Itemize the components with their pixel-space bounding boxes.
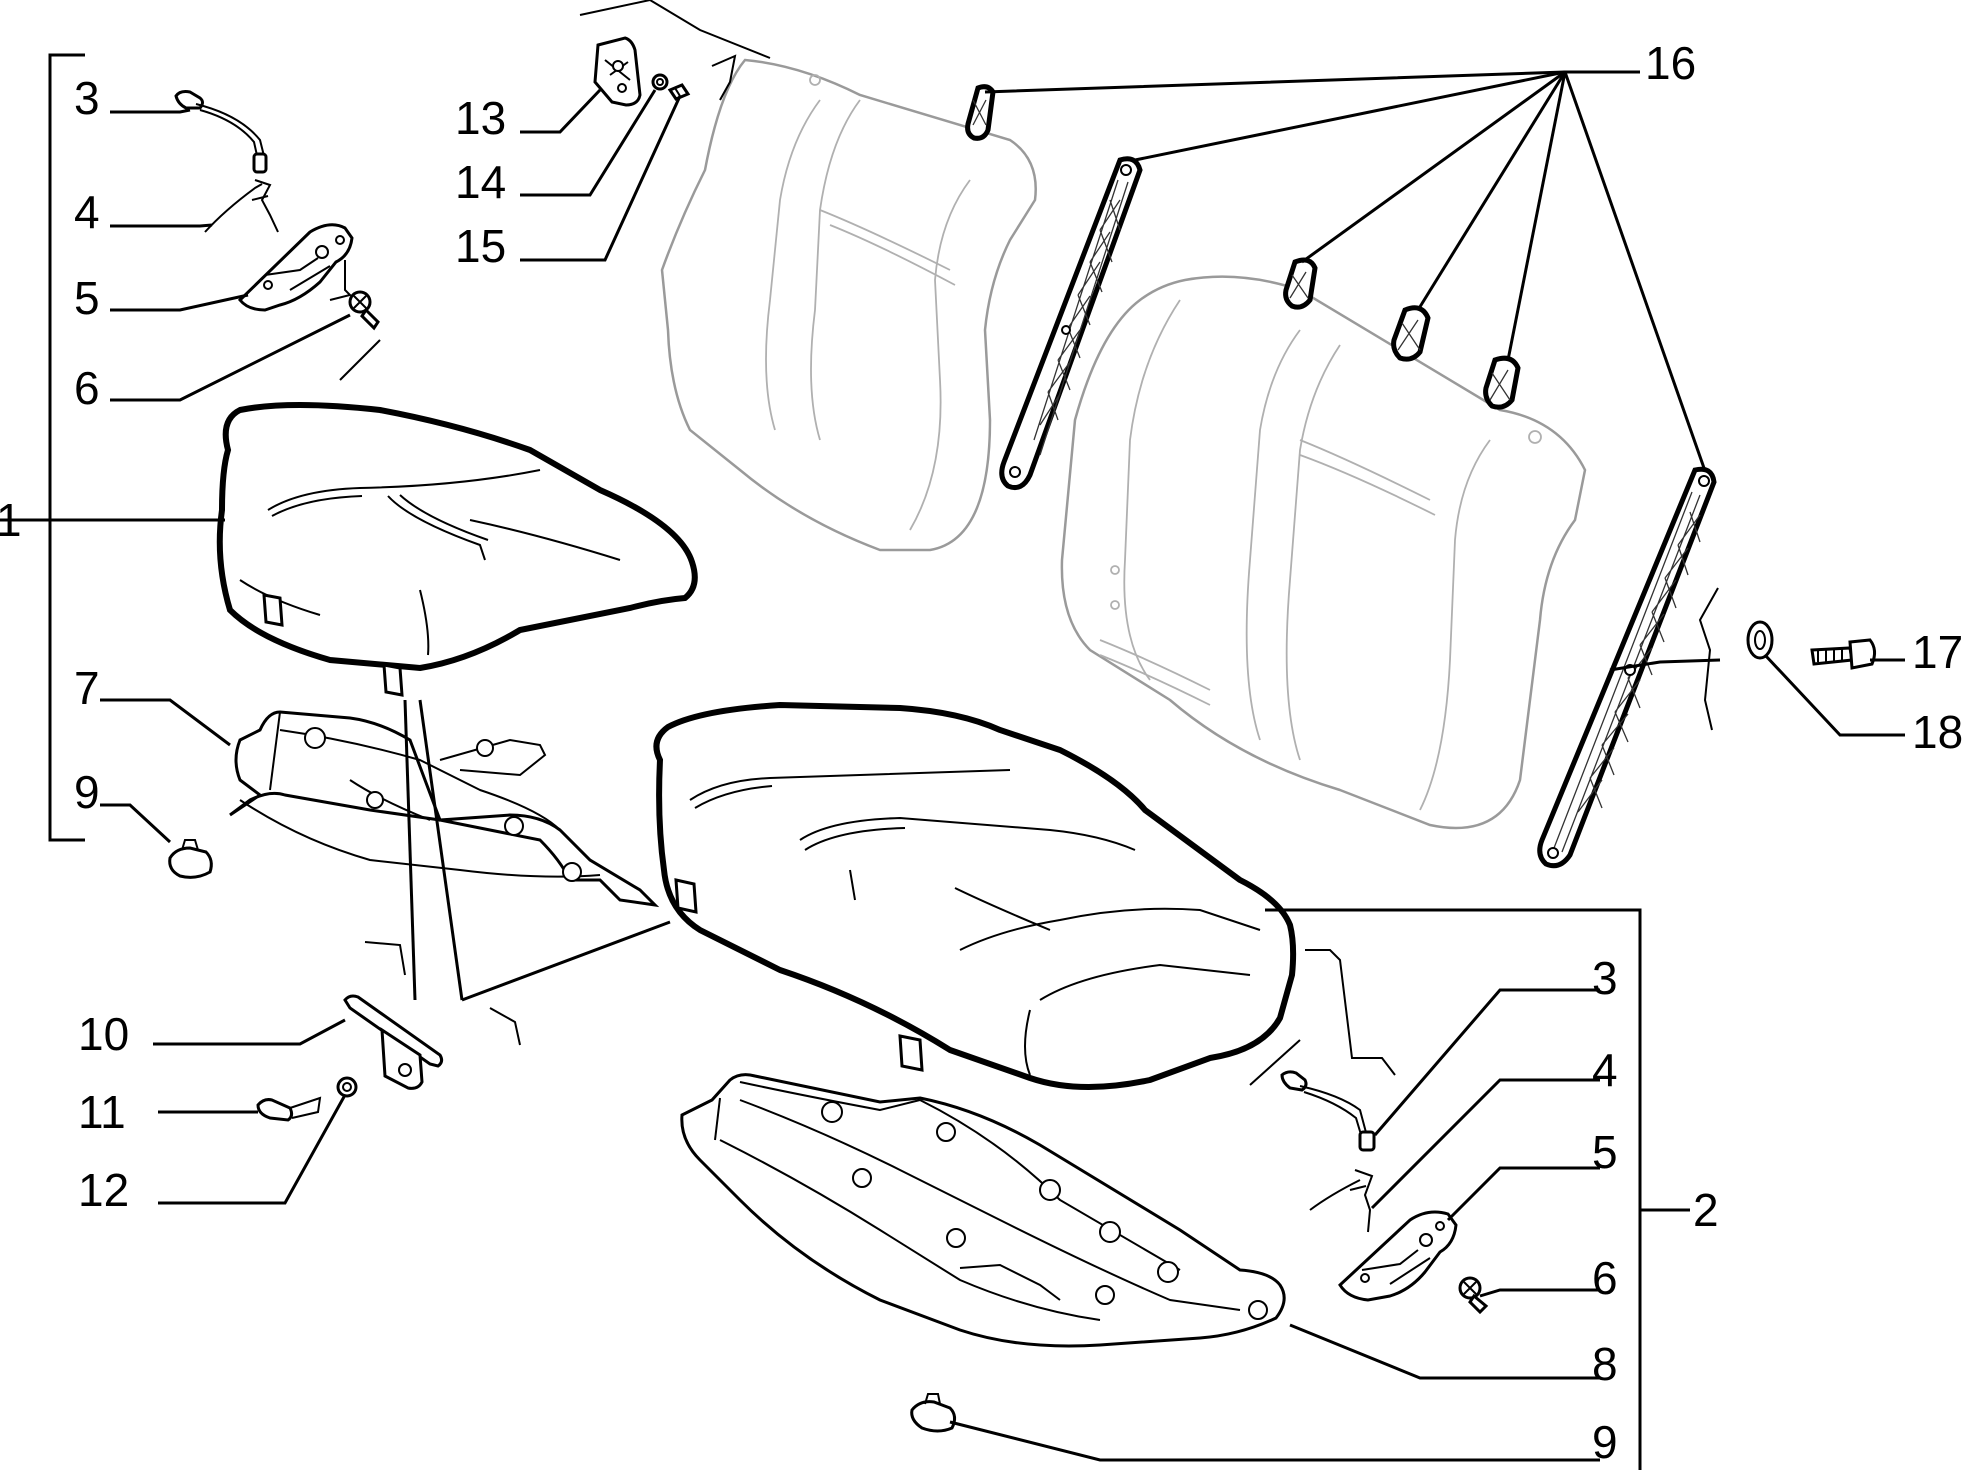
callout-17: 17 bbox=[1912, 626, 1963, 678]
callout-5-right: 5 bbox=[1592, 1126, 1618, 1178]
clip-parts bbox=[168, 839, 957, 1433]
left-seat-pan bbox=[229, 710, 660, 908]
callout-14: 14 bbox=[455, 156, 506, 208]
leader-lines bbox=[0, 70, 1905, 1462]
right-seat-pan bbox=[680, 1073, 1286, 1348]
assembly-1-bracket bbox=[48, 53, 85, 842]
bolt-washer-parts bbox=[1698, 587, 1877, 731]
assembly-2-bracket bbox=[1265, 908, 1642, 1470]
backrest-bracket-assembly bbox=[579, 0, 771, 107]
right-latch-parts bbox=[1249, 949, 1489, 1315]
callout-13: 13 bbox=[455, 92, 506, 144]
right-seat-cushion bbox=[653, 701, 1297, 1090]
callout-16: 16 bbox=[1645, 37, 1696, 89]
backrest-hinge-rails bbox=[965, 84, 1717, 869]
callout-9-left: 9 bbox=[74, 766, 100, 818]
callout-6-left: 6 bbox=[74, 362, 100, 414]
left-backrest-ghost bbox=[660, 58, 1037, 552]
callout-7: 7 bbox=[74, 662, 100, 714]
callout-10: 10 bbox=[78, 1008, 129, 1060]
callout-9-right: 9 bbox=[1592, 1416, 1618, 1468]
callout-5-left: 5 bbox=[74, 272, 100, 324]
callout-6-right: 6 bbox=[1592, 1252, 1618, 1304]
callout-4-right: 4 bbox=[1592, 1044, 1618, 1096]
callout-15: 15 bbox=[455, 220, 506, 272]
callout-labels: 1 3 4 5 6 7 9 10 11 12 13 14 15 16 17 18… bbox=[0, 37, 1963, 1468]
callout-2: 2 bbox=[1693, 1184, 1719, 1236]
hinge-pin-parts bbox=[256, 941, 521, 1122]
left-seat-cushion bbox=[216, 402, 698, 697]
left-latch-parts bbox=[174, 90, 381, 381]
callout-1: 1 bbox=[0, 494, 22, 546]
right-backrest-ghost bbox=[1060, 275, 1587, 830]
callout-3-right: 3 bbox=[1592, 952, 1618, 1004]
callout-8: 8 bbox=[1592, 1338, 1618, 1390]
callout-11: 11 bbox=[78, 1086, 126, 1138]
callout-12: 12 bbox=[78, 1164, 129, 1216]
callout-4-left: 4 bbox=[74, 186, 100, 238]
callout-18: 18 bbox=[1912, 706, 1963, 758]
callout-3-left: 3 bbox=[74, 72, 100, 124]
